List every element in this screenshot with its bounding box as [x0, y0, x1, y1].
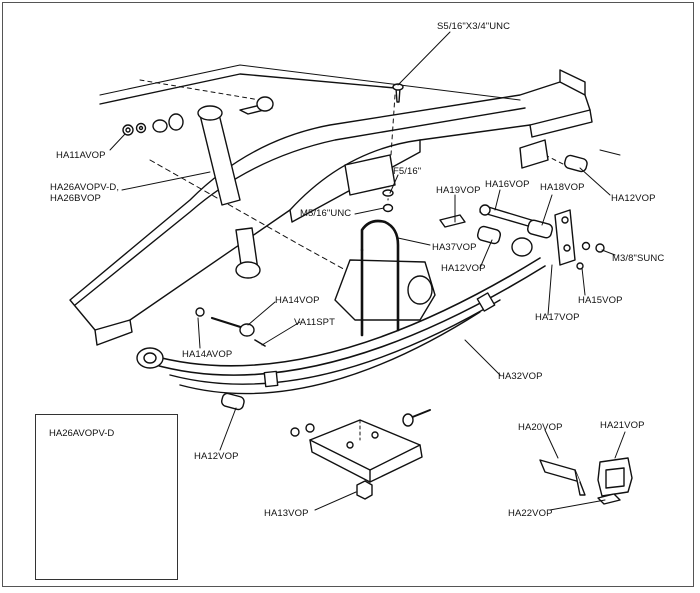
leaf-spring [136, 257, 546, 395]
label-ha14avop: HA14AVOP [182, 349, 233, 360]
inset-box: HA26AVOPV-D [35, 414, 178, 580]
label-m3-8-sunc: M3/8"SUNC [612, 253, 665, 264]
label-ha14vop: HA14VOP [275, 295, 320, 306]
label-ha11avop: HA11AVOP [56, 150, 106, 161]
label-ha20vop: HA20VOP [518, 422, 563, 433]
label-ha15vop: HA15VOP [578, 295, 623, 306]
front-eye-bolt [195, 307, 266, 411]
label-f5-16: F5/16" [393, 166, 422, 177]
spring-plate [290, 409, 431, 500]
label-ha18vop: HA18VOP [540, 182, 585, 193]
label-ha22vop: HA22VOP [508, 508, 553, 519]
label-va11spt: VA11SPT [294, 317, 336, 328]
label-ha32vop: HA32VOP [498, 371, 543, 382]
label-ha12vop-bottom: HA12VOP [194, 451, 239, 462]
label-ha19vop: HA19VOP [436, 185, 481, 196]
shackle-assembly [439, 139, 605, 270]
label-m5-16-unc: M5/16"UNC [300, 208, 352, 219]
label-s5-16-x3-4-unc: S5/16"X3/4"UNC [437, 21, 511, 32]
label-ha13vop: HA13VOP [264, 508, 309, 519]
upper-bush-group [122, 96, 274, 136]
label-ha37vop: HA37VOP [432, 242, 477, 253]
u-bolt [360, 219, 400, 337]
center-fixing-bolt [382, 83, 404, 213]
leader-lines [109, 31, 626, 511]
shock-absorber [197, 105, 261, 279]
label-ha26bvop: HA26BVOP [50, 193, 101, 204]
label-ha21vop: HA21VOP [600, 420, 645, 431]
label-ha12vop-top: HA12VOP [611, 193, 656, 204]
bump-stop-parts [539, 457, 633, 505]
label-ha16vop: HA16VOP [485, 179, 530, 190]
axle-mount-bracket [334, 154, 436, 321]
label-ha12vop-mid: HA12VOP [441, 263, 486, 274]
diagram-frame [2, 2, 694, 587]
inset-title: HA26AVOPV-D [49, 428, 115, 439]
label-ha26avopv-d: HA26AVOPV-D, [50, 182, 120, 193]
label-ha17vop: HA17VOP [535, 312, 580, 323]
